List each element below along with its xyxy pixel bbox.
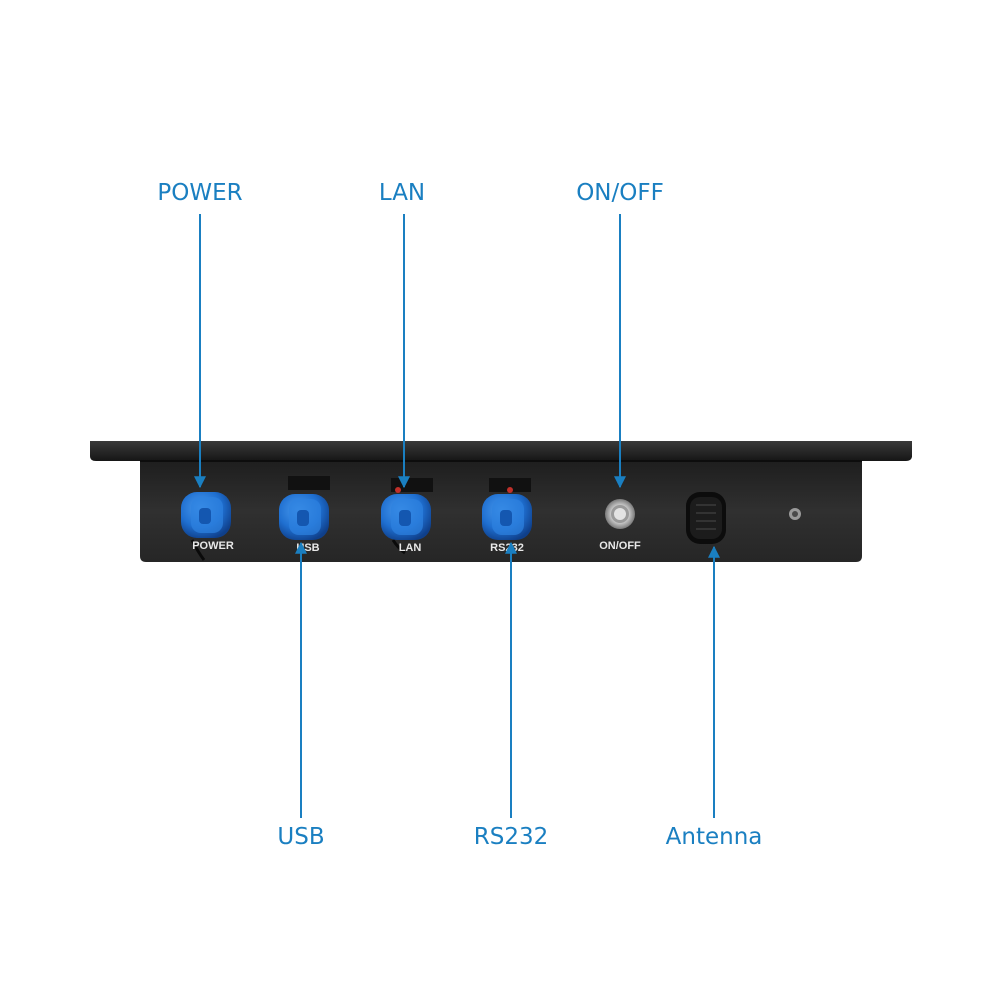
panel-label-power: POWER xyxy=(192,540,234,552)
panel-label-usb: USB xyxy=(296,542,319,554)
callout-arrows xyxy=(194,214,720,818)
callout-rs232: RS232 xyxy=(473,824,549,850)
callout-usb: USB xyxy=(277,824,325,850)
panel-label-lan: LAN xyxy=(399,542,422,554)
ground-screw xyxy=(789,508,801,520)
power-connector: POWER xyxy=(181,492,234,561)
callout-onoff: ON/OFF xyxy=(576,180,664,206)
panel-label-onoff: ON/OFF xyxy=(599,540,641,552)
lan-connector: LAN xyxy=(381,478,433,555)
antenna-connector xyxy=(686,492,726,544)
callout-power: POWER xyxy=(157,180,243,206)
panel-label-rs232: RS232 xyxy=(490,542,524,554)
onoff-button: ON/OFF xyxy=(599,499,641,552)
callout-antenna: Antenna xyxy=(665,824,763,850)
front-bezel xyxy=(90,441,912,461)
usb-connector: USB xyxy=(279,476,330,554)
callout-lan: LAN xyxy=(378,180,426,206)
